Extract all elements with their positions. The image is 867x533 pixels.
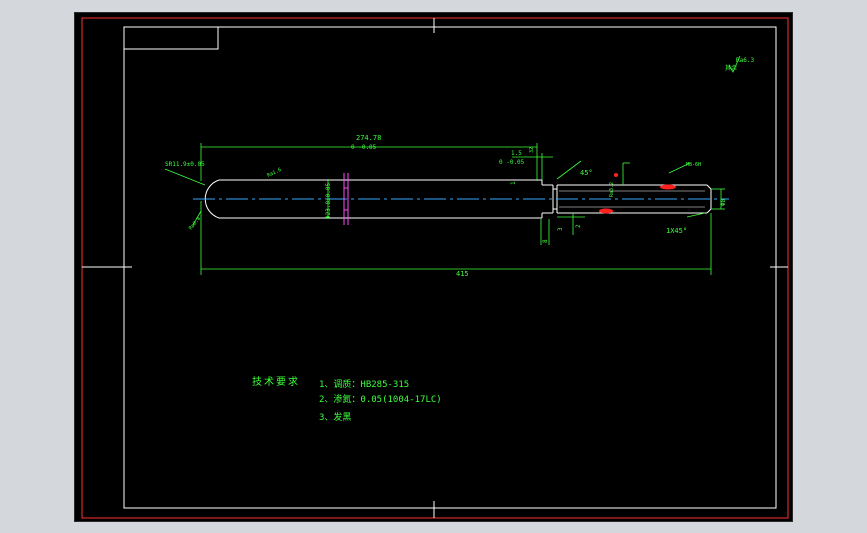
tech-item-3: 3、发黑 — [319, 411, 351, 423]
dim-small-tick: 32 — [529, 147, 535, 153]
dim-overall-length: 415 — [456, 270, 469, 278]
dim-thread-callout: M8-6H — [686, 162, 701, 168]
dim-upper-length: 274.78 — [356, 134, 381, 142]
dim-small-2: 2 — [575, 224, 582, 228]
dim-chamfer-1x45: 1X45° — [666, 227, 687, 235]
roughness-value: Ra6.3 — [736, 57, 754, 64]
dim-chamfer-45: 45° — [580, 169, 593, 177]
tech-item-1: 1、调质：HB285-315 — [319, 378, 409, 390]
dimension-lines — [164, 143, 725, 275]
tech-item-2: 2、渗氮：0.05(1004-17LC) — [319, 393, 442, 405]
dim-roughness-3: Ra3.2 — [609, 182, 615, 197]
dim-roughness-1: Ra1.6 — [266, 167, 282, 179]
dim-tip-diameter: Φ8 — [720, 198, 727, 206]
dim-step-length: 1.5 — [511, 150, 522, 157]
dim-rod-diameter: Φ23.8±0.05 — [325, 182, 332, 219]
dim-small-3: 3 — [557, 227, 564, 231]
drawing-frame — [123, 26, 777, 509]
dim-sphere-radius: SR11.9±0.05 — [165, 161, 205, 168]
dim-small-1: 1 — [510, 181, 517, 185]
break-hatch — [343, 173, 349, 225]
tech-heading: 技术要求 — [252, 375, 300, 388]
sheet-border — [81, 17, 789, 519]
roughness-corner-symbol: 其余 Ra6.3 — [725, 55, 754, 73]
dim-step-tol: 0 -0.05 — [499, 159, 525, 166]
marker-symbols — [599, 173, 676, 214]
dim-small-8: 8 — [542, 239, 549, 243]
dim-roughness-2: Ra0.8 — [188, 216, 202, 231]
tech-requirements: 技术要求 1、调质：HB285-315 2、渗氮：0.05(1004-17LC)… — [252, 375, 442, 423]
drawing-canvas: 其余 Ra6.3 — [81, 17, 789, 519]
dim-upper-length-tol: 0 -0.05 — [351, 144, 377, 151]
dimension-texts: 415 274.78 0 -0.05 SR11.9±0.05 Φ23.8±0.0… — [165, 134, 727, 278]
title-box — [123, 26, 219, 50]
cad-viewport[interactable]: 其余 Ra6.3 — [74, 12, 793, 522]
